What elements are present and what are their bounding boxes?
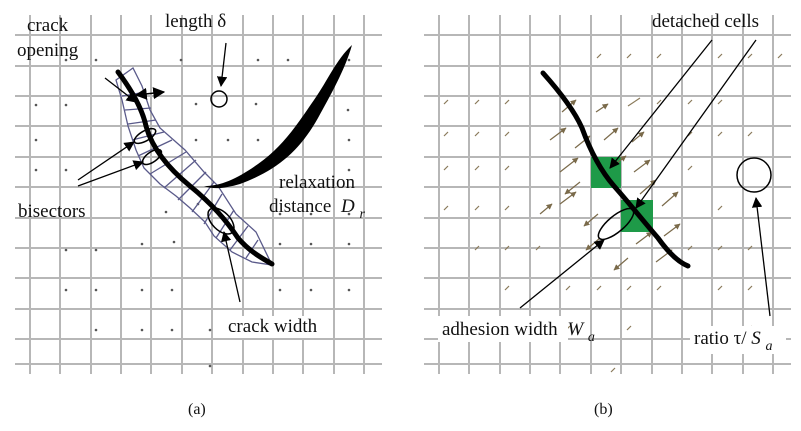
label-crack-opening-1: crack: [27, 15, 69, 36]
adhesion-width-ellipse: [597, 207, 635, 241]
label-relaxation-sub: r: [360, 207, 366, 222]
panel-b: detached cells adhesion width W a ratio …: [424, 11, 791, 418]
label-relaxation-word: distance: [269, 196, 331, 217]
label-adhesion-symbol: W: [567, 319, 585, 340]
label-relaxation-1: relaxation: [279, 172, 355, 193]
adhesion-label-bg: [438, 316, 568, 342]
crack-line: [115, 69, 275, 267]
caption-b: (b): [594, 401, 613, 418]
panel-a-pointers: [77, 42, 241, 303]
label-adhesion-sub: a: [588, 330, 595, 345]
crack-line-b: [540, 70, 691, 269]
label-ratio: ratio τ/ S a: [694, 328, 772, 354]
ratio-label-bg: [690, 326, 786, 354]
label-relaxation-2: distance D r: [269, 196, 366, 222]
label-crack-width: crack width: [228, 316, 318, 337]
caption-a: (a): [188, 401, 206, 418]
crack-opening-arrow: [134, 87, 166, 100]
crack-width-label-bg: [224, 316, 330, 338]
label-ratio-prefix: ratio τ/: [694, 328, 747, 349]
label-ratio-symbol: S: [751, 328, 761, 349]
label-length: length δ: [165, 11, 226, 32]
label-crack-opening-2: opening: [17, 40, 79, 61]
label-bisectors: bisectors: [18, 201, 86, 222]
panel-a-cell-marks: [34, 58, 351, 368]
crack-width-ellipse: [207, 207, 235, 235]
length-delta-circle: [210, 90, 228, 108]
label-adhesion-width: adhesion width W a: [442, 319, 595, 345]
label-adhesion-word: adhesion width: [442, 319, 558, 340]
label-relaxation-symbol: D: [340, 196, 355, 217]
crack-mesh: [115, 67, 274, 266]
panel-b-grid: [424, 15, 791, 374]
panel-b-pointers: [519, 39, 771, 317]
panel-a: crack opening length δ bisectors relaxat…: [15, 11, 382, 418]
ratio-circle: [736, 157, 772, 193]
label-ratio-sub: a: [765, 339, 772, 354]
relaxation-distance-stroke: [204, 45, 352, 189]
displacement-arrows: [539, 99, 681, 271]
label-detached-cells: detached cells: [652, 11, 759, 32]
